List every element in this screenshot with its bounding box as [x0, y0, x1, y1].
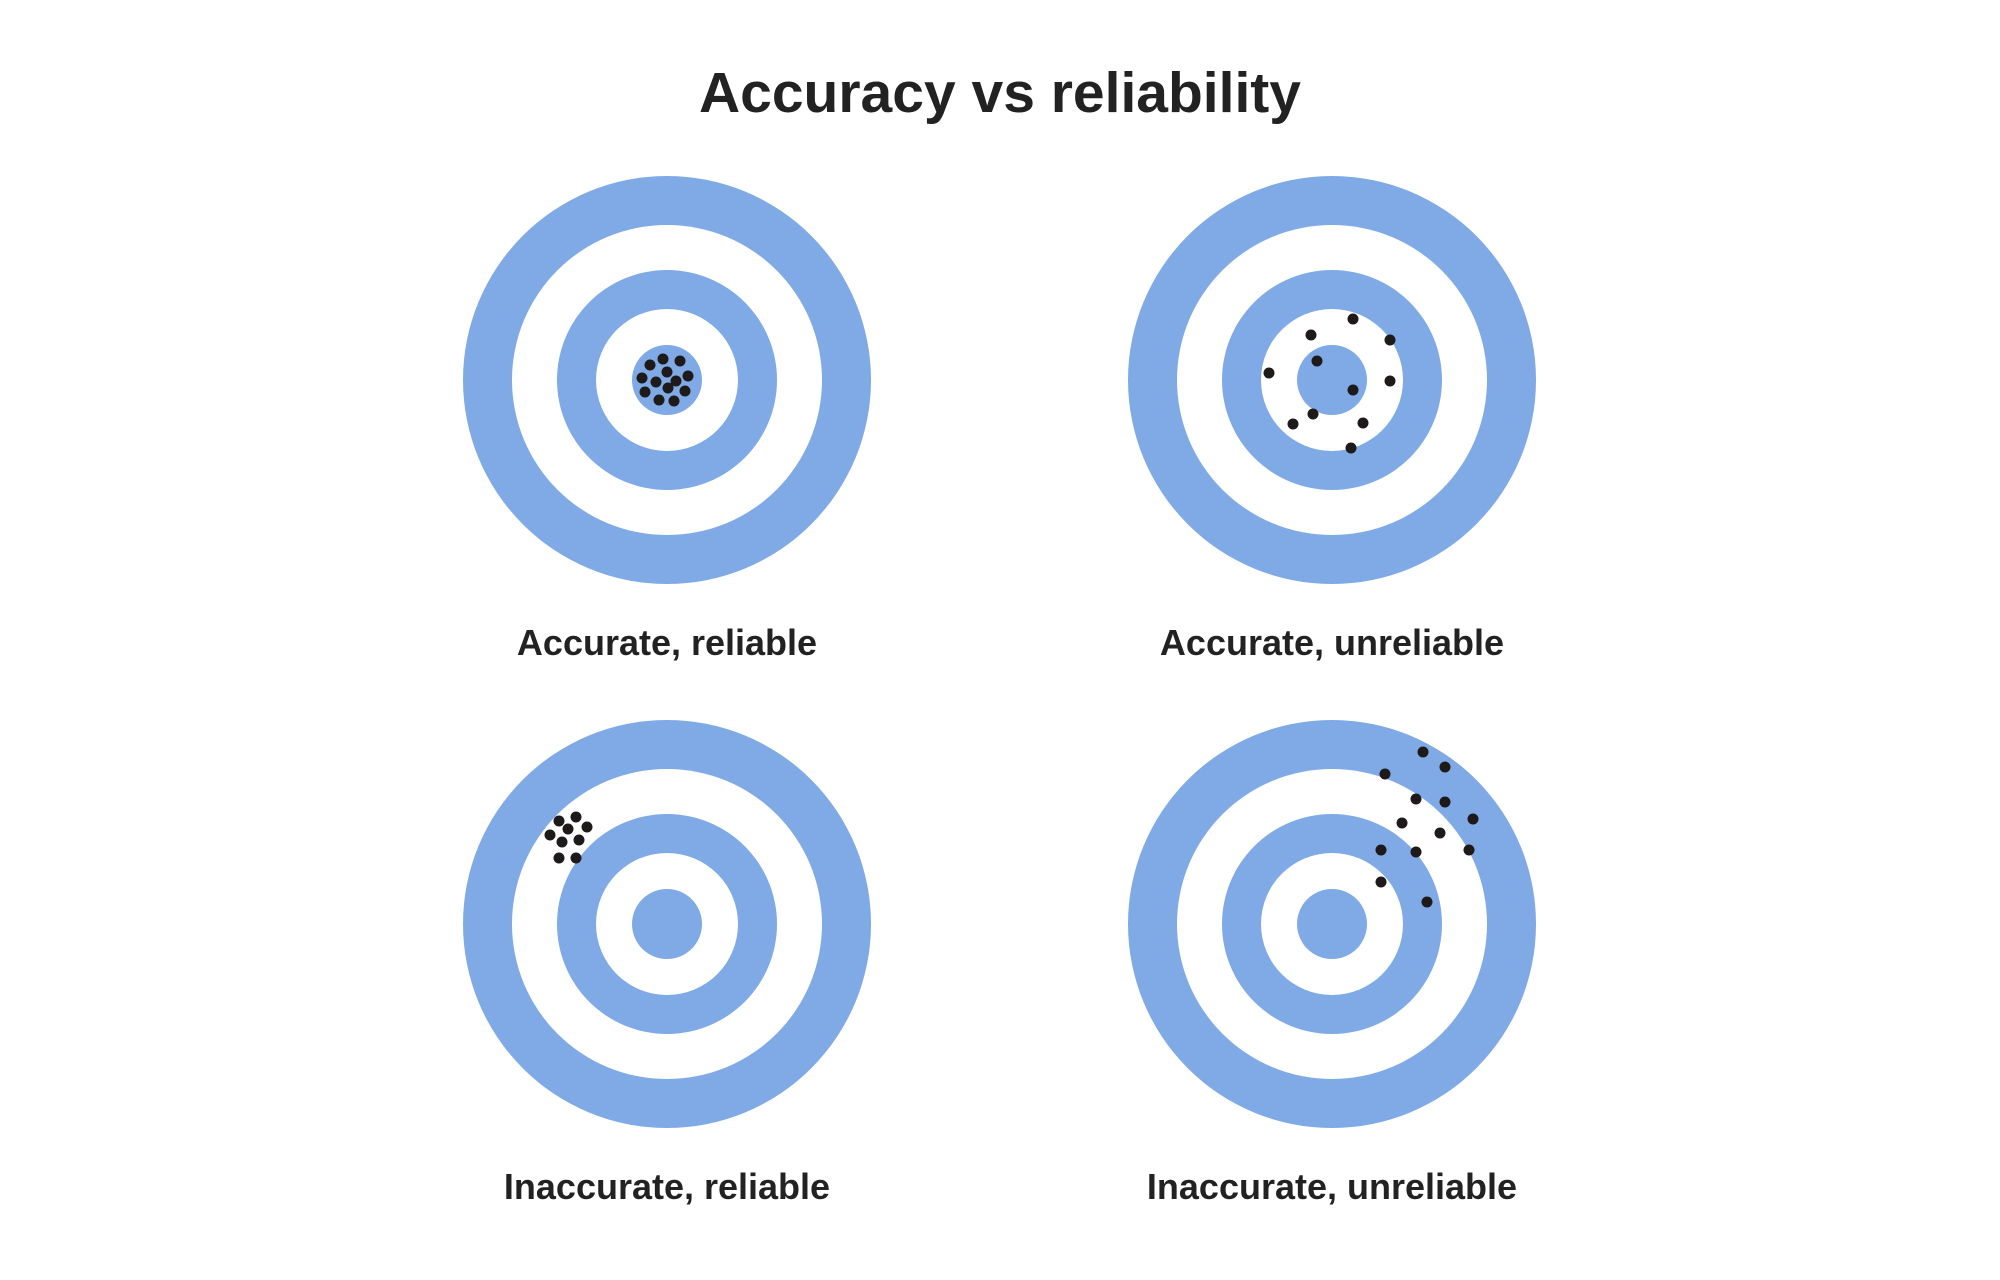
diagram-title: Accuracy vs reliability: [698, 61, 1301, 125]
hit-dot: [657, 353, 669, 365]
label-accurate-unreliable: Accurate, unreliable: [1159, 622, 1505, 663]
target-accurate-unreliable: [1128, 176, 1536, 584]
panel-accurate-reliable: Accurate, reliable: [387, 160, 947, 700]
hit-dot: [653, 394, 665, 406]
hit-dot: [668, 395, 680, 407]
panel-inaccurate-unreliable: Inaccurate, unreliable: [1052, 704, 1612, 1244]
hit-dot: [1410, 793, 1422, 805]
label-inaccurate-reliable: Inaccurate, reliable: [503, 1166, 831, 1207]
hit-dot: [1421, 896, 1433, 908]
hit-dot: [674, 355, 686, 367]
hit-dot: [570, 852, 582, 864]
hit-dot: [562, 823, 574, 835]
hit-dot: [682, 370, 694, 382]
hit-dot: [1287, 418, 1299, 430]
label-accurate-reliable: Accurate, reliable: [516, 622, 818, 663]
hit-dot: [662, 382, 674, 394]
bullseye: [1297, 889, 1367, 959]
hit-dot: [1439, 796, 1451, 808]
hit-dot: [1375, 844, 1387, 856]
label-inaccurate-unreliable: Inaccurate, unreliable: [1146, 1166, 1518, 1207]
bullseye: [1297, 345, 1367, 415]
hit-dot: [1345, 442, 1357, 454]
hit-dot: [570, 811, 582, 823]
hit-dot: [661, 366, 673, 378]
hit-dot: [544, 829, 556, 841]
hit-dot: [644, 359, 656, 371]
hit-dot: [1379, 768, 1391, 780]
hit-dot: [1347, 313, 1359, 325]
hit-dot: [573, 834, 585, 846]
hit-dot: [650, 376, 662, 388]
target-accurate-reliable: [463, 176, 871, 584]
hit-dot: [553, 815, 565, 827]
hit-dot: [1463, 844, 1475, 856]
hit-dot: [1410, 846, 1422, 858]
hit-dot: [556, 836, 568, 848]
hit-dot: [639, 386, 651, 398]
hit-dot: [1417, 746, 1429, 758]
hit-dot: [1467, 813, 1479, 825]
hit-dot: [1357, 417, 1369, 429]
hit-dot: [1384, 375, 1396, 387]
hit-dot: [1384, 334, 1396, 346]
hit-dot: [1263, 367, 1275, 379]
hit-dot: [1439, 761, 1451, 773]
panel-accurate-unreliable: Accurate, unreliable: [1052, 160, 1612, 700]
hit-dot: [1311, 355, 1323, 367]
target-inaccurate-reliable: [463, 720, 871, 1128]
hit-dot: [636, 372, 648, 384]
hit-dot: [679, 385, 691, 397]
panel-inaccurate-reliable: Inaccurate, reliable: [387, 704, 947, 1244]
target-inaccurate-unreliable: [1128, 720, 1536, 1128]
hit-dot: [1375, 876, 1387, 888]
hit-dot: [1434, 827, 1446, 839]
hit-dot: [670, 375, 682, 387]
hit-dot: [581, 821, 593, 833]
hit-dot: [1305, 329, 1317, 341]
hit-dot: [1396, 817, 1408, 829]
hit-dot: [1347, 384, 1359, 396]
bullseye: [632, 889, 702, 959]
hit-dot: [1307, 408, 1319, 420]
hit-dot: [553, 852, 565, 864]
